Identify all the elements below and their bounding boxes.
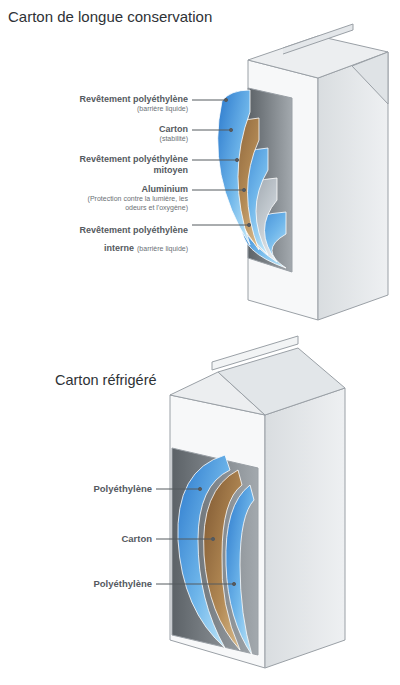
carton-flap <box>352 52 388 104</box>
gable-carton <box>170 336 345 668</box>
leader-line <box>156 489 200 490</box>
leader-line <box>156 584 234 585</box>
carton-fin <box>212 336 298 370</box>
label-group: Revêtement polyéthylène interne(barrière… <box>60 219 188 255</box>
layer-note: (barrière liquide) <box>58 105 188 114</box>
diagram-title: Carton de longue conservation <box>8 8 212 25</box>
leader-dot <box>247 223 250 226</box>
carton-front-face <box>170 395 265 668</box>
label-group: Carton <box>32 533 152 545</box>
leader-line <box>192 160 237 161</box>
layer-note: (barrière liquide) <box>137 245 188 252</box>
leader-dot <box>229 128 232 131</box>
leader-dot <box>198 487 201 490</box>
label-group: Carton réfrigéré <box>55 371 275 389</box>
carton-seam <box>283 24 353 54</box>
label-group: Carton(stabilité) <box>58 124 188 144</box>
carton-side-face <box>318 52 388 320</box>
carton-cutaway <box>172 448 258 655</box>
outer-polyethylene-layer <box>178 455 230 648</box>
leader-dot <box>224 98 227 101</box>
leader-line <box>192 190 244 191</box>
layer-name: Revêtement polyéthylène mitoyen <box>60 154 188 176</box>
layer-stack <box>218 90 286 268</box>
label-group: Revêtement polyéthylène mitoyen <box>60 154 188 176</box>
outer-polyethylene-layer <box>218 90 250 245</box>
layer-note: (Protection contre la lumière, les odeur… <box>76 195 188 212</box>
section-heading: Carton réfrigéré <box>55 372 157 388</box>
leader-line <box>156 539 213 540</box>
label-group: Aluminium(Protection contre la lumière, … <box>58 184 188 212</box>
layer-name: Carton <box>58 124 188 135</box>
label-group: Polyéthylène <box>32 578 152 590</box>
label-group: Revêtement polyéthylène(barrière liquide… <box>58 94 188 114</box>
leader-dot <box>232 582 235 585</box>
layer-name: Carton <box>32 533 152 545</box>
leader-line <box>192 100 226 101</box>
layer-stack <box>178 455 254 655</box>
leader-dot <box>211 537 214 540</box>
leader-line <box>192 225 249 226</box>
layer-name: Polyéthylène <box>32 483 152 495</box>
layer-note: (stabilité) <box>58 135 188 144</box>
brick-carton <box>248 24 388 320</box>
carton-side-face <box>265 388 345 668</box>
leader-lines <box>156 487 236 585</box>
leader-line <box>192 130 231 131</box>
label-group: Polyéthylène <box>32 483 152 495</box>
leader-lines <box>192 98 251 226</box>
layer-name: Aluminium <box>58 184 188 195</box>
layer-name: Polyéthylène <box>32 578 152 590</box>
leader-dot <box>242 188 245 191</box>
leader-dot <box>235 158 238 161</box>
layer-name: Revêtement polyéthylène <box>58 94 188 105</box>
